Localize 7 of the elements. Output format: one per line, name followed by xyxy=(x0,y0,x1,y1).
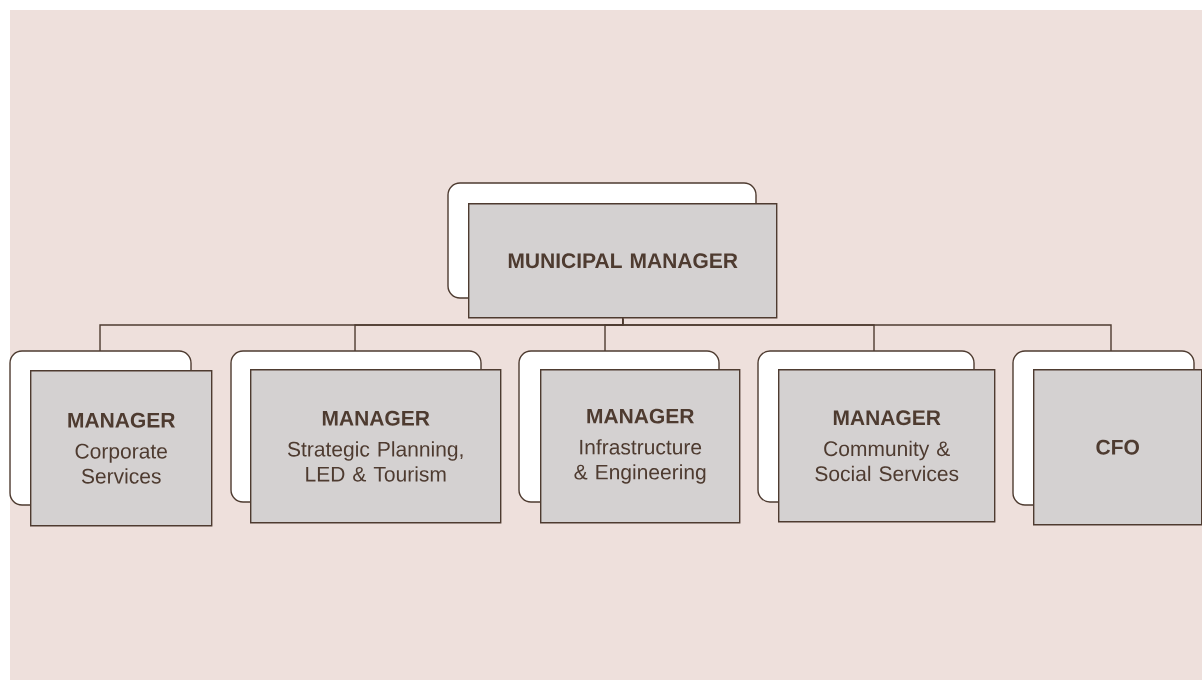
org-chart-box: MANAGER Strategic Planning, LED & Tourism xyxy=(230,350,502,524)
org-chart-box: MANAGER Corporate Services xyxy=(9,350,213,527)
org-chart-box: CFO xyxy=(1012,350,1202,526)
org-chart-box: MUNICIPAL MANAGER xyxy=(447,182,778,319)
org-chart-box: MANAGER Infrastructure & Engineering xyxy=(518,350,741,524)
org-chart-box: MANAGER Community & Social Services xyxy=(757,350,996,523)
connector-line xyxy=(622,317,1112,352)
